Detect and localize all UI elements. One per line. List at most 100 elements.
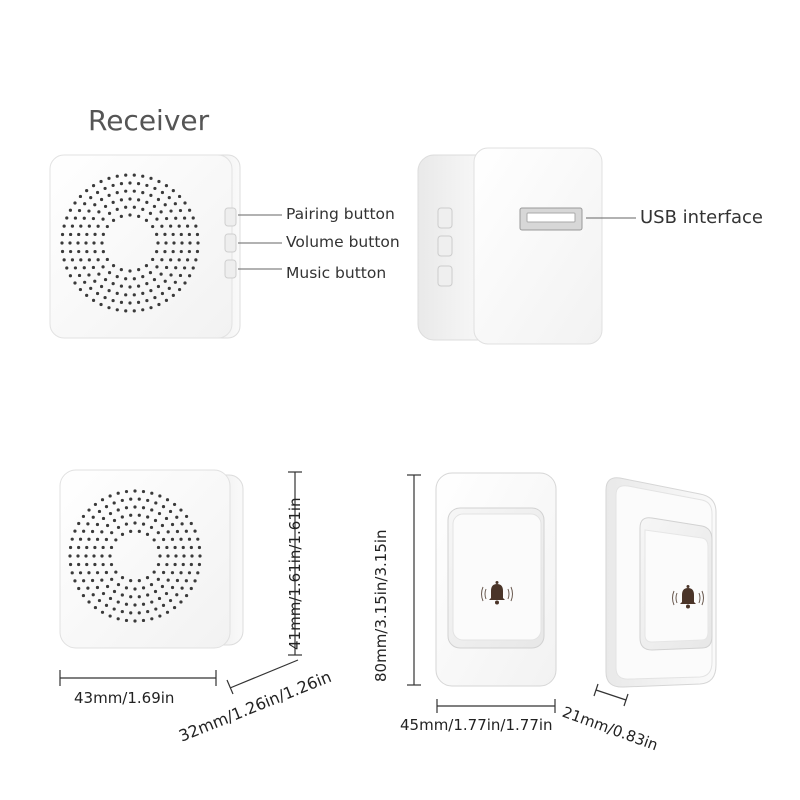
button-height-label: 80mm/3.15in/3.15in <box>372 529 390 682</box>
grill-hole <box>164 265 169 270</box>
grill-hole <box>136 300 141 304</box>
receiver-back-view <box>417 147 603 345</box>
grill-hole <box>77 545 81 550</box>
grill-hole <box>154 501 158 505</box>
grill-hole <box>144 218 149 222</box>
grill-hole <box>92 241 96 245</box>
grill-hole <box>146 609 150 614</box>
grill-hole <box>93 545 97 550</box>
grill-hole <box>91 298 96 303</box>
grill-hole <box>84 241 88 245</box>
grill-hole <box>92 554 96 558</box>
grill-hole <box>160 584 165 589</box>
grill-hole <box>95 190 100 195</box>
grill-hole <box>170 571 175 575</box>
grill-hole <box>137 497 141 501</box>
grill-hole <box>115 308 119 312</box>
grill-hole <box>90 578 95 583</box>
grill-hole <box>65 266 69 270</box>
grill-hole <box>97 272 101 276</box>
volume-button-shape <box>224 233 237 253</box>
grill-hole <box>193 579 197 583</box>
grill-hole <box>155 265 159 269</box>
grill-hole <box>69 232 73 237</box>
grill-hole <box>77 273 82 278</box>
grill-hole <box>145 183 149 188</box>
grill-hole <box>159 210 163 214</box>
grill-hole <box>145 576 150 580</box>
grill-hole <box>167 196 171 200</box>
grill-hole <box>136 284 141 288</box>
grill-hole <box>108 511 113 516</box>
grill-hole <box>70 224 75 228</box>
grill-hole <box>177 194 182 199</box>
grill-hole <box>173 202 177 206</box>
grill-hole <box>181 545 185 550</box>
grill-hole <box>78 287 83 292</box>
grill-hole <box>77 208 82 213</box>
grill-hole <box>73 579 77 583</box>
grill-hole <box>171 249 175 254</box>
grill-hole <box>110 531 114 535</box>
grill-hole <box>104 603 109 607</box>
grill-hole <box>69 249 73 254</box>
grill-hole <box>103 204 108 209</box>
receiver-width-label: 43mm/1.69in <box>74 689 175 707</box>
grill-hole <box>187 274 192 278</box>
grill-hole <box>145 298 149 303</box>
grill-hole <box>169 258 173 262</box>
usb-interface-label: USB interface <box>640 207 763 228</box>
grill-hole <box>100 241 104 245</box>
grill-hole <box>83 202 87 206</box>
grill-hole <box>109 545 114 550</box>
button-width-label: 45mm/1.77in/1.77in <box>400 716 553 734</box>
music-button-shape <box>224 259 237 279</box>
grill-hole <box>159 272 163 276</box>
grill-hole <box>160 291 165 296</box>
grill-hole <box>124 277 128 281</box>
receiver-height-label: 41mm/1.61in/1.61in <box>286 497 304 650</box>
grill-hole <box>136 182 141 186</box>
grill-hole <box>171 189 175 193</box>
grill-hole <box>161 537 166 542</box>
grill-hole <box>128 285 132 289</box>
grill-hole <box>124 506 129 510</box>
grill-hole <box>91 183 96 188</box>
grill-hole <box>152 277 157 282</box>
grill-hole <box>161 570 166 575</box>
grill-hole <box>160 224 164 228</box>
grill-hole <box>110 577 114 581</box>
doorbell-button-side <box>605 477 717 688</box>
grill-hole <box>90 529 95 534</box>
grill-hole <box>145 282 149 286</box>
grill-hole <box>120 593 124 597</box>
grill-hole <box>155 232 159 236</box>
grill-hole <box>174 554 178 558</box>
grill-hole <box>76 241 80 245</box>
grill-hole <box>185 258 190 262</box>
grill-hole <box>82 529 86 533</box>
grill-hole <box>104 570 109 575</box>
grill-hole <box>120 515 124 519</box>
grill-hole <box>78 571 83 575</box>
grill-hole <box>164 216 169 221</box>
grill-hole <box>175 578 180 583</box>
grill-hole <box>85 562 89 567</box>
grill-hole <box>189 545 193 550</box>
grill-hole <box>95 537 100 541</box>
grill-hole <box>141 308 145 312</box>
grill-hole <box>198 554 202 558</box>
doorbell-button-front <box>435 472 557 687</box>
grill-hole <box>184 593 189 598</box>
grill-hole <box>196 537 200 541</box>
grill-hole <box>180 586 184 590</box>
grill-hole <box>73 216 78 220</box>
grill-hole <box>149 525 154 530</box>
grill-hole <box>188 241 192 245</box>
grill-hole <box>95 571 100 575</box>
grill-hole <box>105 523 110 528</box>
grill-hole <box>108 614 112 618</box>
grill-hole <box>129 497 133 501</box>
grill-hole <box>86 522 90 526</box>
grill-hole <box>171 293 175 297</box>
